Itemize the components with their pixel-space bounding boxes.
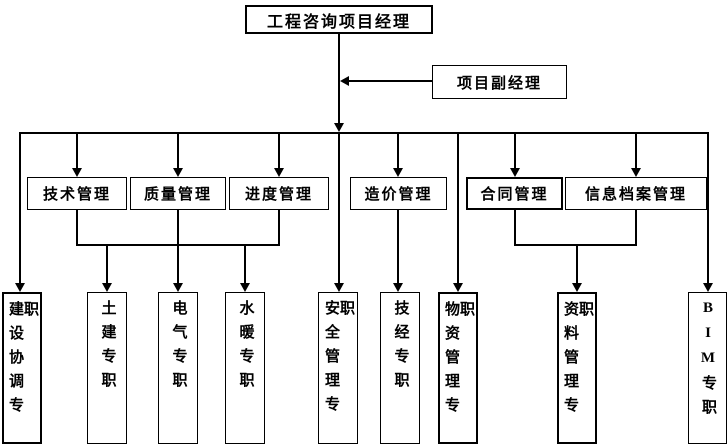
connector-bracket1-bar <box>76 244 280 246</box>
node-techecon-specialist-label: 技经专职 <box>392 300 409 396</box>
node-civil-specialist-label: 土建专职 <box>99 300 116 396</box>
node-plumbing-specialist: 水暖专职 <box>225 292 265 444</box>
arrow-down-cost-icon <box>393 168 403 177</box>
arrow-down-documentation-icon <box>572 283 582 292</box>
node-electrical-specialist-label: 电气专职 <box>170 300 187 396</box>
arrow-down-contract-icon <box>510 168 520 177</box>
node-cost-mgmt: 造价管理 <box>350 177 447 210</box>
node-coordination-specialist-label: 建设协调专职 <box>7 301 38 421</box>
arrow-down-schedule-icon <box>274 168 284 177</box>
connector-drop-techecon <box>397 210 399 283</box>
node-documentation-specialist-label: 资料管理专职 <box>562 301 593 421</box>
connector-main-line <box>19 132 709 134</box>
node-bim-specialist: BIM专职 <box>688 292 727 444</box>
connector-bracket1-right <box>278 210 280 246</box>
node-tech-mgmt: 技术管理 <box>27 177 127 210</box>
connector-drop-tech <box>76 134 78 168</box>
connector-drop-contract <box>514 134 516 168</box>
node-electrical-specialist: 电气专职 <box>158 292 198 444</box>
connector-top-spine <box>338 34 340 124</box>
arrow-down-quality-icon <box>173 168 183 177</box>
connector-bracket1-mid <box>177 210 179 283</box>
node-techecon-specialist: 技经专职 <box>380 292 420 444</box>
arrow-left-deputy-icon <box>340 76 349 86</box>
node-project-manager: 工程咨询项目经理 <box>245 5 433 34</box>
connector-drop-material <box>457 134 459 283</box>
connector-bracket1-left <box>76 210 78 246</box>
connector-drop-cost <box>397 134 399 168</box>
connector-drop-plumbing <box>244 246 246 283</box>
node-contract-mgmt: 合同管理 <box>466 177 563 210</box>
node-info-archive-mgmt: 信息档案管理 <box>565 177 707 210</box>
arrow-down-tech-icon <box>72 168 82 177</box>
arrow-down-plumbing-icon <box>240 283 250 292</box>
connector-drop-documentation <box>576 246 578 283</box>
node-schedule-mgmt: 进度管理 <box>229 177 329 210</box>
connector-drop-quality <box>177 134 179 168</box>
node-bim-specialist-label: BIM专职 <box>700 300 716 423</box>
connector-bracket2-left <box>514 210 516 246</box>
node-coordination-specialist: 建设协调专职 <box>2 292 42 444</box>
connector-bracket2-bar <box>514 244 637 246</box>
connector-drop-archive <box>635 134 637 168</box>
arrow-down-archive-icon <box>631 168 641 177</box>
arrow-down-civil-icon <box>102 283 112 292</box>
node-deputy-manager: 项目副经理 <box>432 65 567 99</box>
arrow-down-safety-icon <box>334 283 344 292</box>
node-material-specialist: 物资管理专职 <box>438 292 478 444</box>
node-material-specialist-label: 物资管理专职 <box>443 301 474 421</box>
connector-bracket2-right <box>635 210 637 246</box>
arrow-down-bim-icon <box>703 283 713 292</box>
node-quality-mgmt: 质量管理 <box>130 177 226 210</box>
connector-drop-coordination <box>19 134 21 283</box>
node-safety-specialist-label: 安全管理专职 <box>323 300 354 420</box>
connector-drop-bim <box>707 134 709 283</box>
node-safety-specialist: 安全管理专职 <box>318 292 358 444</box>
connector-deputy-line <box>349 80 432 82</box>
connector-drop-safety <box>338 134 340 283</box>
arrow-down-electrical-icon <box>173 283 183 292</box>
connector-drop-schedule <box>278 134 280 168</box>
arrow-down-coordination-icon <box>15 283 25 292</box>
node-plumbing-specialist-label: 水暖专职 <box>237 300 254 396</box>
node-civil-specialist: 土建专职 <box>87 292 127 444</box>
connector-drop-civil <box>106 246 108 283</box>
arrow-down-material-icon <box>453 283 463 292</box>
arrow-down-techecon-icon <box>393 283 403 292</box>
node-documentation-specialist: 资料管理专职 <box>557 292 597 444</box>
arrow-down-spine-icon <box>334 123 344 132</box>
